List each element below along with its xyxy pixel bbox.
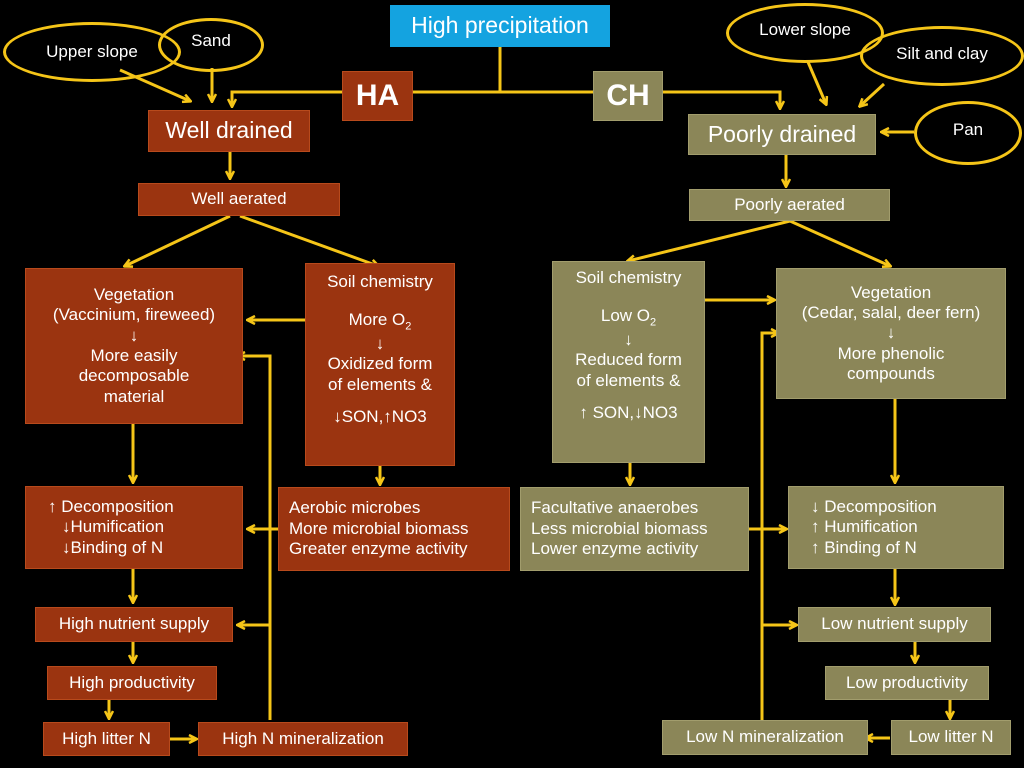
pan-ellipse: Pan <box>914 101 1022 165</box>
high-nutrient-supply-box: High nutrient supply <box>35 607 233 642</box>
low-productivity-box: Low productivity <box>825 666 989 700</box>
low-n-mineralization-box: Low N mineralization <box>662 720 868 755</box>
sand-ellipse: Sand <box>158 18 264 72</box>
lower-slope-ellipse: Lower slope <box>726 3 884 63</box>
right-decomposition-box: ↓ Decomposition ↑ Humification ↑ Binding… <box>788 486 1004 569</box>
right-microbes-box: Facultative anaerobes Less microbial bio… <box>520 487 749 571</box>
left-decomposition-box: ↑ Decomposition ↓Humification ↓Binding o… <box>25 486 243 569</box>
left-microbes-box: Aerobic microbes More microbial biomass … <box>278 487 510 571</box>
low-nutrient-supply-box: Low nutrient supply <box>798 607 991 642</box>
right-soil-chemistry-box: Soil chemistry Low O2 ↓ Reduced form of … <box>552 261 705 463</box>
poorly-drained-box: Poorly drained <box>688 114 876 155</box>
left-soil-chemistry-box: Soil chemistry More O2 ↓ Oxidized form o… <box>305 263 455 466</box>
high-productivity-box: High productivity <box>47 666 217 700</box>
silt-clay-ellipse: Silt and clay <box>860 26 1024 86</box>
upper-slope-ellipse: Upper slope <box>3 22 181 82</box>
poorly-aerated-box: Poorly aerated <box>689 189 890 221</box>
well-drained-box: Well drained <box>148 110 310 152</box>
high-litter-n-box: High litter N <box>43 722 170 756</box>
left-vegetation-box: Vegetation (Vaccinium, fireweed) ↓ More … <box>25 268 243 424</box>
well-aerated-box: Well aerated <box>138 183 340 216</box>
right-vegetation-box: Vegetation (Cedar, salal, deer fern) ↓ M… <box>776 268 1006 399</box>
precipitation-box: High precipitation <box>390 5 610 47</box>
ch-box: CH <box>593 71 663 121</box>
low-litter-n-box: Low litter N <box>891 720 1011 755</box>
ha-box: HA <box>342 71 413 121</box>
high-n-mineralization-box: High N mineralization <box>198 722 408 756</box>
